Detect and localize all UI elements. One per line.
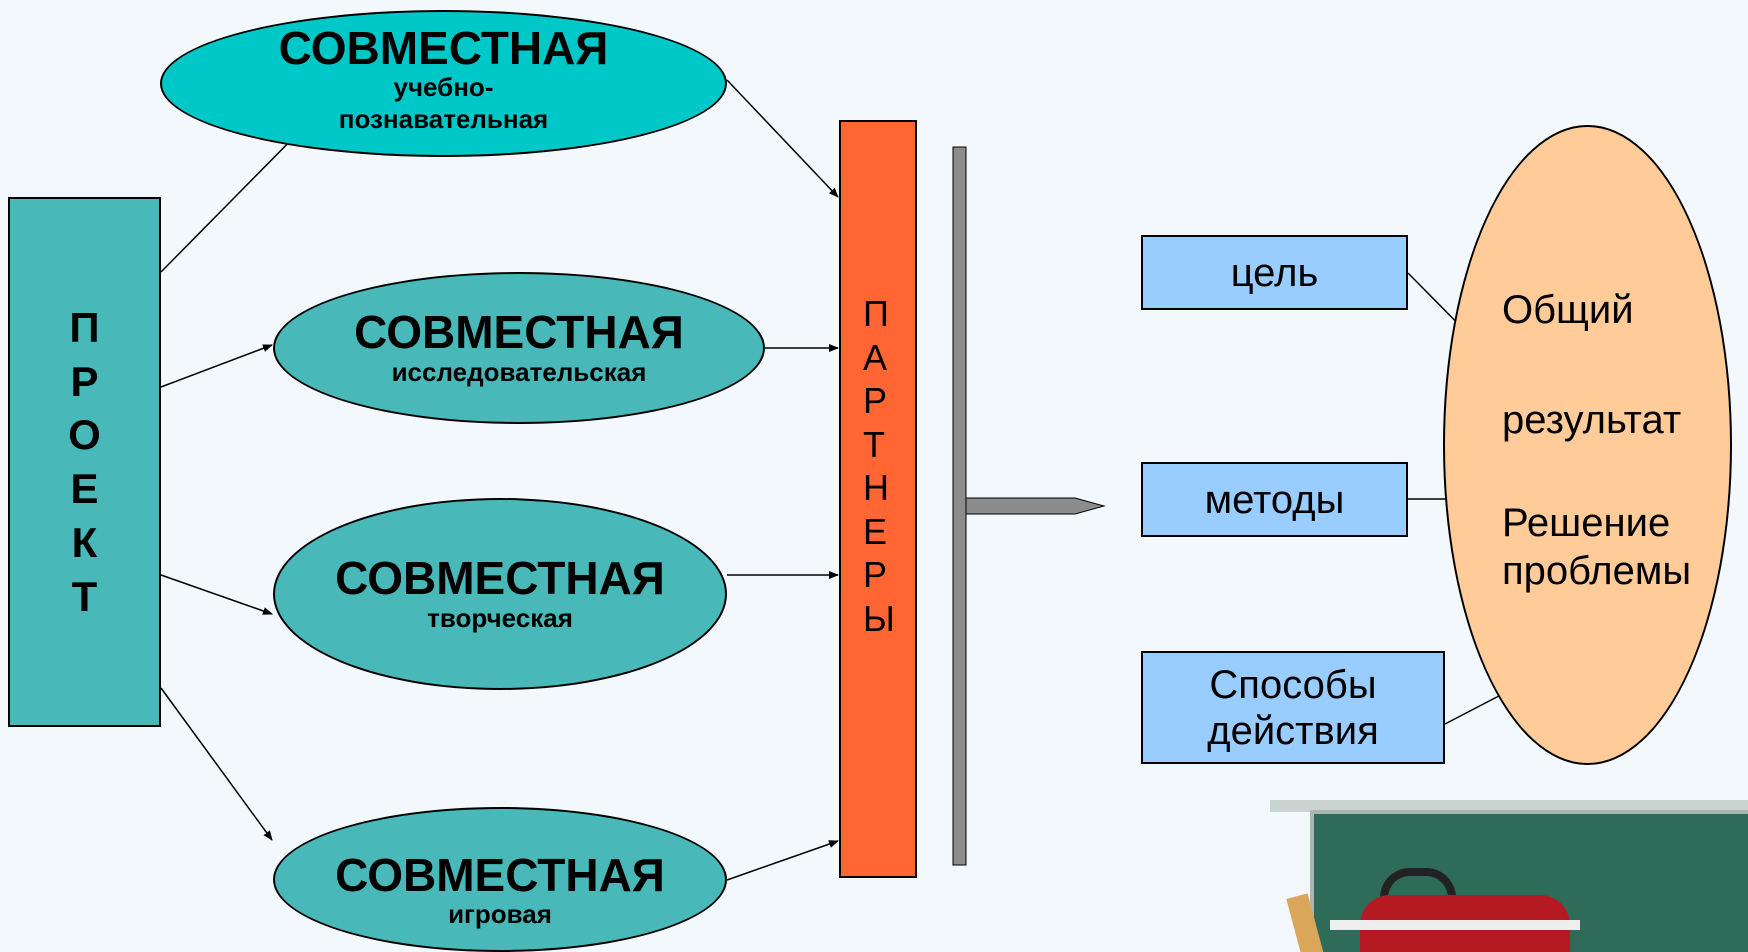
result-text: проблемы — [1502, 549, 1692, 593]
partners-letter: П — [863, 293, 889, 334]
component-label: действия — [1207, 708, 1379, 753]
bracket-pointer — [952, 146, 1106, 866]
activity-title: СОВМЕСТНАЯ — [354, 306, 684, 359]
project-box: П Р О Е К Т — [8, 197, 161, 727]
activity-title: СОВМЕСТНАЯ — [335, 849, 665, 901]
arrow-project-to-research — [160, 344, 273, 388]
partners-letter: Р — [863, 554, 888, 596]
activity-research-ellipse: СОВМЕСТНАЯ исследовательская — [273, 272, 765, 424]
component-label: Способы — [1209, 662, 1377, 707]
arrow-game-to-partners — [726, 840, 839, 881]
project-letter: Е — [70, 465, 99, 512]
component-goal-box: цель — [1141, 235, 1408, 310]
activity-subtitle: познавательная — [338, 103, 549, 134]
component-label: цель — [1230, 250, 1319, 295]
result-ellipse — [1443, 125, 1732, 765]
activity-subtitle: учебно- — [393, 72, 494, 103]
partners-letter: Н — [863, 467, 889, 509]
project-letter: О — [68, 411, 101, 459]
backpack-strap — [1330, 920, 1580, 930]
result-text: Общий — [1502, 288, 1634, 332]
partners-letter: Т — [863, 423, 885, 465]
activity-subtitle: творческая — [427, 602, 573, 633]
component-methods-box: методы — [1141, 462, 1408, 537]
classroom-image — [1270, 800, 1748, 952]
activity-title: СОВМЕСТНАЯ — [278, 22, 609, 75]
project-letter: П — [69, 303, 100, 351]
partners-letter: А — [863, 336, 888, 378]
component-actions-box: Способы действия — [1141, 651, 1445, 764]
component-label: методы — [1204, 477, 1345, 522]
board-frame — [1270, 800, 1748, 812]
activity-subtitle: исследовательская — [391, 356, 647, 387]
arrow-project-to-learning — [160, 121, 310, 273]
activity-learning-ellipse: СОВМЕСТНАЯ учебно- познавательная — [160, 10, 727, 157]
arrow-project-to-game — [160, 687, 273, 841]
project-letter: Р — [70, 357, 99, 405]
arrow-learning-to-partners — [726, 79, 839, 198]
project-letter: Т — [71, 572, 98, 620]
result-text: результат — [1502, 398, 1682, 442]
partners-box: П А Р Т Н Е Р Ы — [839, 120, 917, 878]
activity-subtitle: игровая — [448, 899, 552, 930]
activity-game-ellipse: СОВМЕСТНАЯ игровая — [273, 807, 727, 952]
activity-title: СОВМЕСТНАЯ — [335, 552, 665, 605]
activity-creative-ellipse: СОВМЕСТНАЯ творческая — [273, 498, 727, 690]
arrow-project-to-creative — [160, 574, 273, 615]
result-text: Решение — [1502, 501, 1671, 545]
project-letter: К — [71, 518, 98, 566]
partners-letter: Е — [863, 510, 888, 552]
partners-letter: Р — [863, 380, 888, 422]
partners-letter: Ы — [863, 597, 895, 639]
